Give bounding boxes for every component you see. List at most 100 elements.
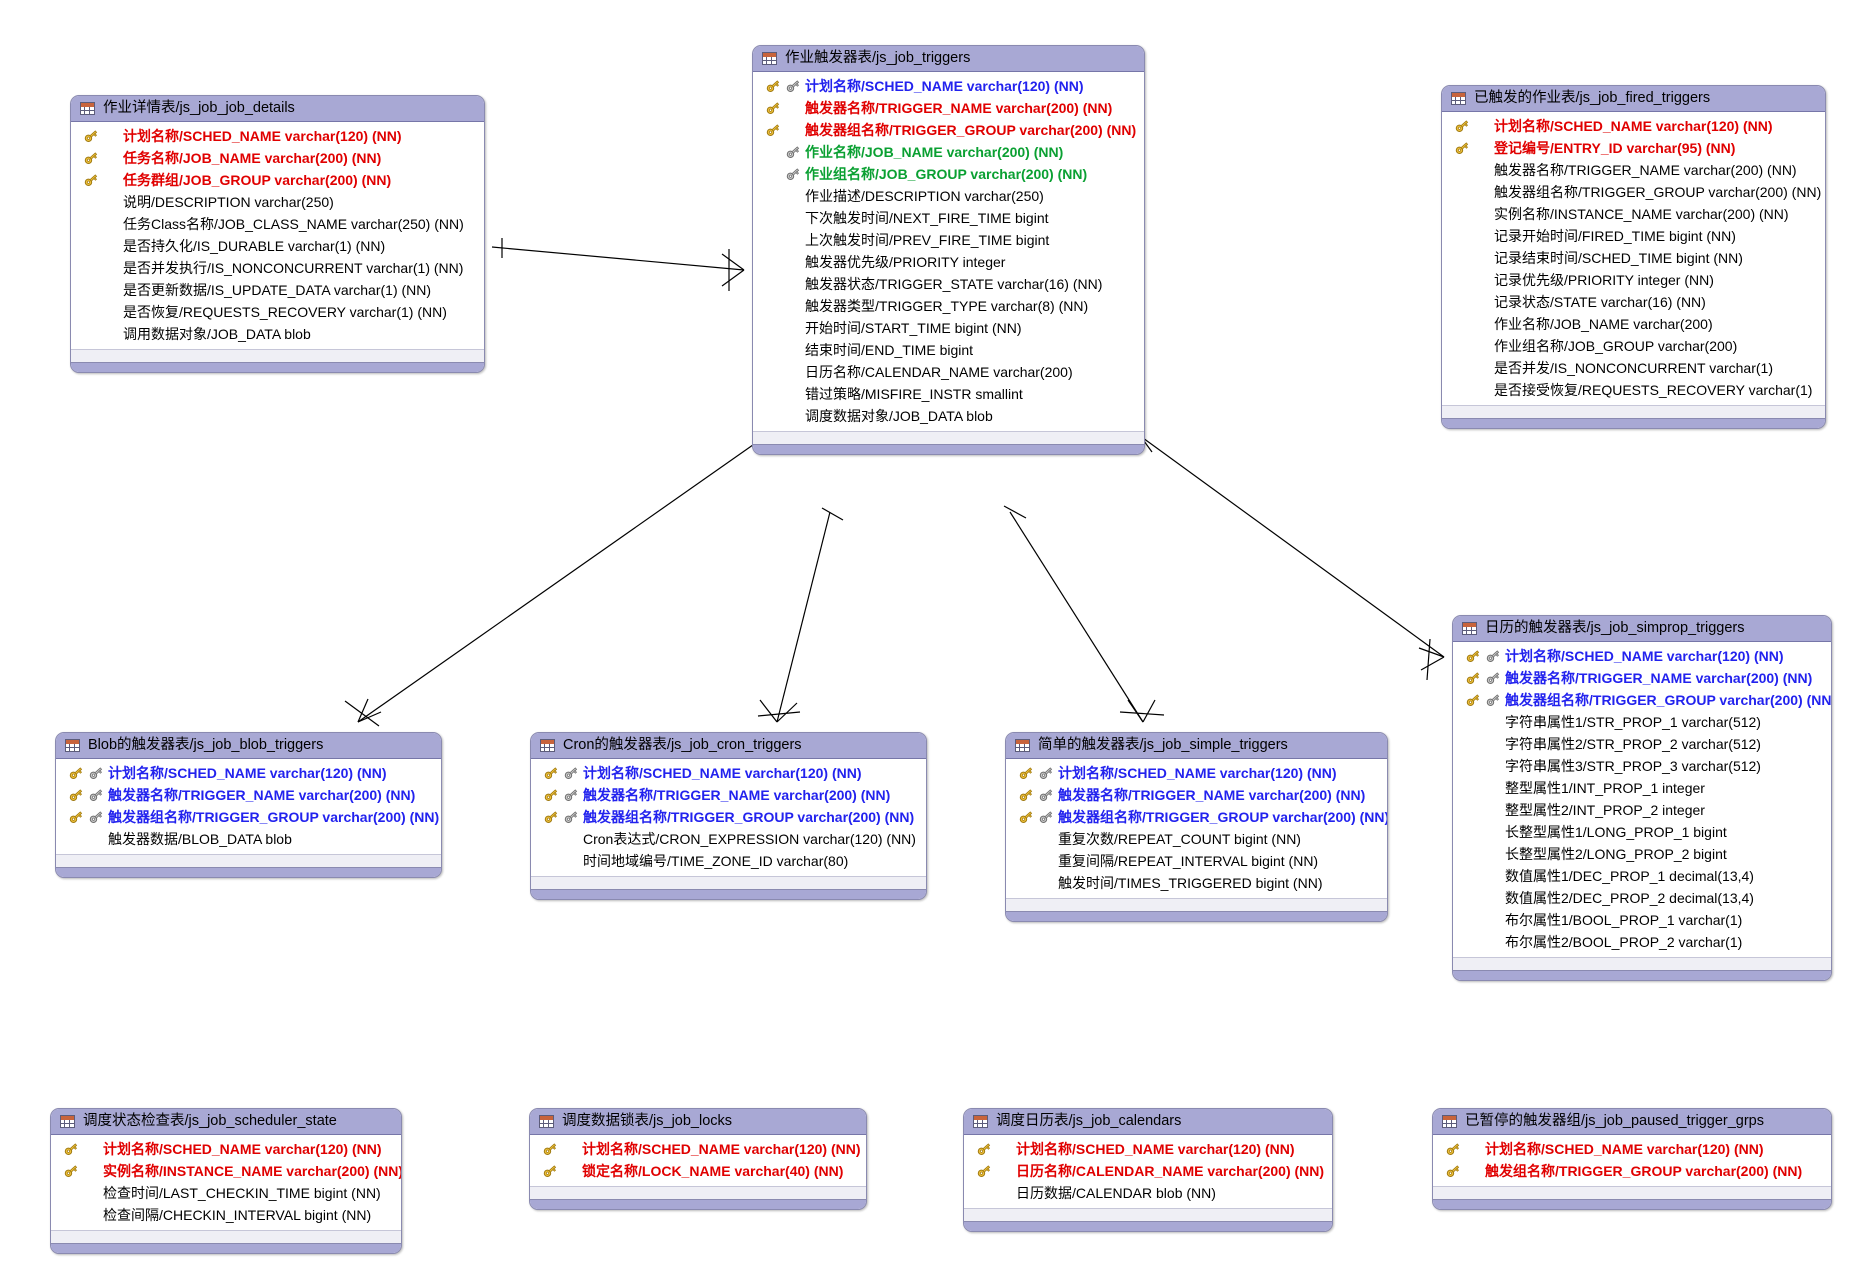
attribute-row[interactable]: 日历名称/CALENDAR_NAME varchar(200) — [763, 361, 1134, 383]
attribute-row[interactable]: 触发器名称/TRIGGER_NAME varchar(200) (NN) — [1016, 784, 1377, 806]
entity-blob_triggers[interactable]: Blob的触发器表/js_job_blob_triggers 计划名称/SCHED… — [55, 732, 442, 878]
attribute-row[interactable]: 调用数据对象/JOB_DATA blob — [81, 323, 474, 345]
attribute-row[interactable]: 计划名称/SCHED_NAME varchar(120) (NN) — [66, 762, 431, 784]
attribute-row[interactable]: 错过策略/MISFIRE_INSTR smallint — [763, 383, 1134, 405]
attribute-row[interactable]: 触发器组名称/TRIGGER_GROUP varchar(200) (NN) — [66, 806, 439, 828]
attribute-row[interactable]: 下次触发时间/NEXT_FIRE_TIME bigint — [763, 207, 1134, 229]
entity-header-cron_triggers[interactable]: Cron的触发器表/js_job_cron_triggers — [531, 733, 926, 759]
entity-scheduler_state[interactable]: 调度状态检查表/js_job_scheduler_state 计划名称/SCHED… — [50, 1108, 402, 1254]
entity-header-locks[interactable]: 调度数据锁表/js_job_locks — [530, 1109, 866, 1135]
entity-job_triggers[interactable]: 作业触发器表/js_job_triggers 计划名称/SCHED_NAME va… — [752, 45, 1145, 455]
entity-header-simple_triggers[interactable]: 简单的触发器表/js_job_simple_triggers — [1006, 733, 1387, 759]
attribute-row[interactable]: 重复次数/REPEAT_COUNT bigint (NN) — [1016, 828, 1377, 850]
attribute-row[interactable]: 触发器组名称/TRIGGER_GROUP varchar(200) (NN) — [541, 806, 916, 828]
attribute-row[interactable]: 计划名称/SCHED_NAME varchar(120) (NN) — [1463, 645, 1821, 667]
entity-calendars[interactable]: 调度日历表/js_job_calendars 计划名称/SCHED_NAME va… — [963, 1108, 1333, 1232]
entity-header-scheduler_state[interactable]: 调度状态检查表/js_job_scheduler_state — [51, 1109, 401, 1135]
attribute-row[interactable]: 整型属性1/INT_PROP_1 integer — [1463, 777, 1821, 799]
attribute-row[interactable]: 字符串属性2/STR_PROP_2 varchar(512) — [1463, 733, 1821, 755]
attribute-row[interactable]: 锁定名称/LOCK_NAME varchar(40) (NN) — [540, 1160, 856, 1182]
attribute-row[interactable]: 计划名称/SCHED_NAME varchar(120) (NN) — [540, 1138, 861, 1160]
attribute-row[interactable]: 计划名称/SCHED_NAME varchar(120) (NN) — [541, 762, 916, 784]
attribute-row[interactable]: 重复间隔/REPEAT_INTERVAL bigint (NN) — [1016, 850, 1377, 872]
attribute-row[interactable]: 数值属性2/DEC_PROP_2 decimal(13,4) — [1463, 887, 1821, 909]
attribute-row[interactable]: 布尔属性1/BOOL_PROP_1 varchar(1) — [1463, 909, 1821, 931]
attribute-row[interactable]: 计划名称/SCHED_NAME varchar(120) (NN) — [1452, 115, 1815, 137]
attribute-row[interactable]: 时间地域编号/TIME_ZONE_ID varchar(80) — [541, 850, 916, 872]
attribute-row[interactable]: 作业名称/JOB_NAME varchar(200) — [1452, 313, 1815, 335]
attribute-row[interactable]: 触发器数据/BLOB_DATA blob — [66, 828, 431, 850]
attribute-row[interactable]: 字符串属性1/STR_PROP_1 varchar(512) — [1463, 711, 1821, 733]
entity-header-blob_triggers[interactable]: Blob的触发器表/js_job_blob_triggers — [56, 733, 441, 759]
attribute-row[interactable]: 长整型属性1/LONG_PROP_1 bigint — [1463, 821, 1821, 843]
attribute-row[interactable]: 是否持久化/IS_DURABLE varchar(1) (NN) — [81, 235, 474, 257]
attribute-row[interactable]: 计划名称/SCHED_NAME varchar(120) (NN) — [1443, 1138, 1821, 1160]
attribute-row[interactable]: 触发器优先级/PRIORITY integer — [763, 251, 1134, 273]
entity-locks[interactable]: 调度数据锁表/js_job_locks 计划名称/SCHED_NAME varch… — [529, 1108, 867, 1210]
entity-header-paused_trigger_grps[interactable]: 已暂停的触发器组/js_job_paused_trigger_grps — [1433, 1109, 1831, 1135]
attribute-row[interactable]: 上次触发时间/PREV_FIRE_TIME bigint — [763, 229, 1134, 251]
attribute-row[interactable]: 实例名称/INSTANCE_NAME varchar(200) (NN) — [61, 1160, 401, 1182]
attribute-row[interactable]: 计划名称/SCHED_NAME varchar(120) (NN) — [974, 1138, 1322, 1160]
attribute-row[interactable]: 布尔属性2/BOOL_PROP_2 varchar(1) — [1463, 931, 1821, 953]
attribute-row[interactable]: 触发器名称/TRIGGER_NAME varchar(200) (NN) — [66, 784, 431, 806]
attribute-row[interactable]: 字符串属性3/STR_PROP_3 varchar(512) — [1463, 755, 1821, 777]
attribute-row[interactable]: 记录状态/STATE varchar(16) (NN) — [1452, 291, 1815, 313]
attribute-row[interactable]: 结束时间/END_TIME bigint — [763, 339, 1134, 361]
attribute-row[interactable]: 日历名称/CALENDAR_NAME varchar(200) (NN) — [974, 1160, 1324, 1182]
attribute-row[interactable]: 触发器类型/TRIGGER_TYPE varchar(8) (NN) — [763, 295, 1134, 317]
attribute-row[interactable]: 是否接受恢复/REQUESTS_RECOVERY varchar(1) — [1452, 379, 1815, 401]
attribute-row[interactable]: 计划名称/SCHED_NAME varchar(120) (NN) — [1016, 762, 1377, 784]
attribute-row[interactable]: 整型属性2/INT_PROP_2 integer — [1463, 799, 1821, 821]
attribute-row[interactable]: Cron表达式/CRON_EXPRESSION varchar(120) (NN… — [541, 828, 916, 850]
attribute-row[interactable]: 记录结束时间/SCHED_TIME bigint (NN) — [1452, 247, 1815, 269]
attribute-row[interactable]: 触发器组名称/TRIGGER_GROUP varchar(200) (NN) — [1463, 689, 1831, 711]
attribute-row[interactable]: 调度数据对象/JOB_DATA blob — [763, 405, 1134, 427]
attribute-row[interactable]: 任务群组/JOB_GROUP varchar(200) (NN) — [81, 169, 474, 191]
attribute-row[interactable]: 检查间隔/CHECKIN_INTERVAL bigint (NN) — [61, 1204, 391, 1226]
entity-cron_triggers[interactable]: Cron的触发器表/js_job_cron_triggers 计划名称/SCHED… — [530, 732, 927, 900]
attribute-row[interactable]: 作业组名称/JOB_GROUP varchar(200) (NN) — [763, 163, 1134, 185]
attribute-row[interactable]: 作业名称/JOB_NAME varchar(200) (NN) — [763, 141, 1134, 163]
attribute-row[interactable]: 触发时间/TIMES_TRIGGERED bigint (NN) — [1016, 872, 1377, 894]
entity-simprop_triggers[interactable]: 日历的触发器表/js_job_simprop_triggers 计划名称/SCHE… — [1452, 615, 1832, 981]
entity-simple_triggers[interactable]: 简单的触发器表/js_job_simple_triggers 计划名称/SCHED… — [1005, 732, 1388, 922]
attribute-row[interactable]: 触发器名称/TRIGGER_NAME varchar(200) (NN) — [1452, 159, 1815, 181]
entity-fired_triggers[interactable]: 已触发的作业表/js_job_fired_triggers 计划名称/SCHED_… — [1441, 85, 1826, 429]
attribute-row[interactable]: 长整型属性2/LONG_PROP_2 bigint — [1463, 843, 1821, 865]
attribute-row[interactable]: 触发器名称/TRIGGER_NAME varchar(200) (NN) — [1463, 667, 1821, 689]
attribute-row[interactable]: 任务名称/JOB_NAME varchar(200) (NN) — [81, 147, 474, 169]
attribute-row[interactable]: 是否恢复/REQUESTS_RECOVERY varchar(1) (NN) — [81, 301, 474, 323]
entity-paused_trigger_grps[interactable]: 已暂停的触发器组/js_job_paused_trigger_grps 计划名称/… — [1432, 1108, 1832, 1210]
attribute-row[interactable]: 是否并发执行/IS_NONCONCURRENT varchar(1) (NN) — [81, 257, 474, 279]
attribute-row[interactable]: 任务Class名称/JOB_CLASS_NAME varchar(250) (N… — [81, 213, 474, 235]
entity-header-fired_triggers[interactable]: 已触发的作业表/js_job_fired_triggers — [1442, 86, 1825, 112]
attribute-row[interactable]: 触发器组名称/TRIGGER_GROUP varchar(200) (NN) — [1452, 181, 1821, 203]
attribute-row[interactable]: 记录优先级/PRIORITY integer (NN) — [1452, 269, 1815, 291]
attribute-row[interactable]: 是否更新数据/IS_UPDATE_DATA varchar(1) (NN) — [81, 279, 474, 301]
attribute-row[interactable]: 开始时间/START_TIME bigint (NN) — [763, 317, 1134, 339]
attribute-row[interactable]: 作业组名称/JOB_GROUP varchar(200) — [1452, 335, 1815, 357]
attribute-row[interactable]: 记录开始时间/FIRED_TIME bigint (NN) — [1452, 225, 1815, 247]
attribute-row[interactable]: 日历数据/CALENDAR blob (NN) — [974, 1182, 1322, 1204]
attribute-row[interactable]: 触发器组名称/TRIGGER_GROUP varchar(200) (NN) — [763, 119, 1136, 141]
attribute-row[interactable]: 说明/DESCRIPTION varchar(250) — [81, 191, 474, 213]
attribute-row[interactable]: 计划名称/SCHED_NAME varchar(120) (NN) — [81, 125, 474, 147]
attribute-row[interactable]: 计划名称/SCHED_NAME varchar(120) (NN) — [763, 75, 1134, 97]
attribute-row[interactable]: 作业描述/DESCRIPTION varchar(250) — [763, 185, 1134, 207]
attribute-row[interactable]: 触发器名称/TRIGGER_NAME varchar(200) (NN) — [541, 784, 916, 806]
entity-header-job_triggers[interactable]: 作业触发器表/js_job_triggers — [753, 46, 1144, 72]
attribute-row[interactable]: 触发器组名称/TRIGGER_GROUP varchar(200) (NN) — [1016, 806, 1387, 828]
entity-header-calendars[interactable]: 调度日历表/js_job_calendars — [964, 1109, 1332, 1135]
attribute-row[interactable]: 检查时间/LAST_CHECKIN_TIME bigint (NN) — [61, 1182, 391, 1204]
attribute-row[interactable]: 登记编号/ENTRY_ID varchar(95) (NN) — [1452, 137, 1815, 159]
attribute-row[interactable]: 数值属性1/DEC_PROP_1 decimal(13,4) — [1463, 865, 1821, 887]
attribute-row[interactable]: 是否并发/IS_NONCONCURRENT varchar(1) — [1452, 357, 1815, 379]
entity-header-simprop_triggers[interactable]: 日历的触发器表/js_job_simprop_triggers — [1453, 616, 1831, 642]
attribute-row[interactable]: 触发组名称/TRIGGER_GROUP varchar(200) (NN) — [1443, 1160, 1821, 1182]
attribute-row[interactable]: 计划名称/SCHED_NAME varchar(120) (NN) — [61, 1138, 391, 1160]
attribute-row[interactable]: 触发器状态/TRIGGER_STATE varchar(16) (NN) — [763, 273, 1134, 295]
attribute-row[interactable]: 实例名称/INSTANCE_NAME varchar(200) (NN) — [1452, 203, 1815, 225]
attribute-row[interactable]: 触发器名称/TRIGGER_NAME varchar(200) (NN) — [763, 97, 1134, 119]
